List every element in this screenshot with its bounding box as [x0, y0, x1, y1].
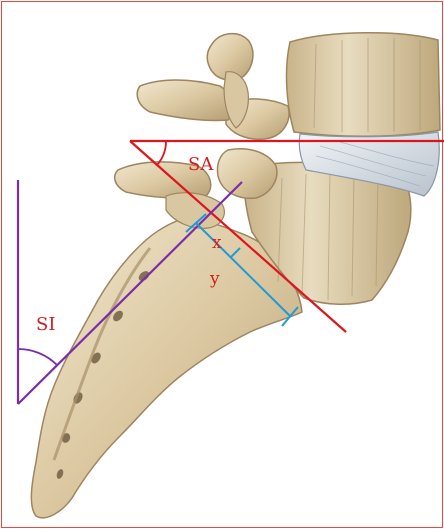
l4-vertebral-body — [287, 33, 440, 137]
sacrum — [31, 216, 302, 518]
l4-transverse-process — [137, 80, 232, 121]
label-sa: SA — [188, 154, 214, 175]
label-si: SI — [36, 314, 55, 335]
label-y: y — [209, 269, 220, 289]
label-x: x — [212, 233, 222, 253]
l5-pedicle — [217, 149, 276, 199]
sacral-inclination-arc — [18, 349, 57, 365]
